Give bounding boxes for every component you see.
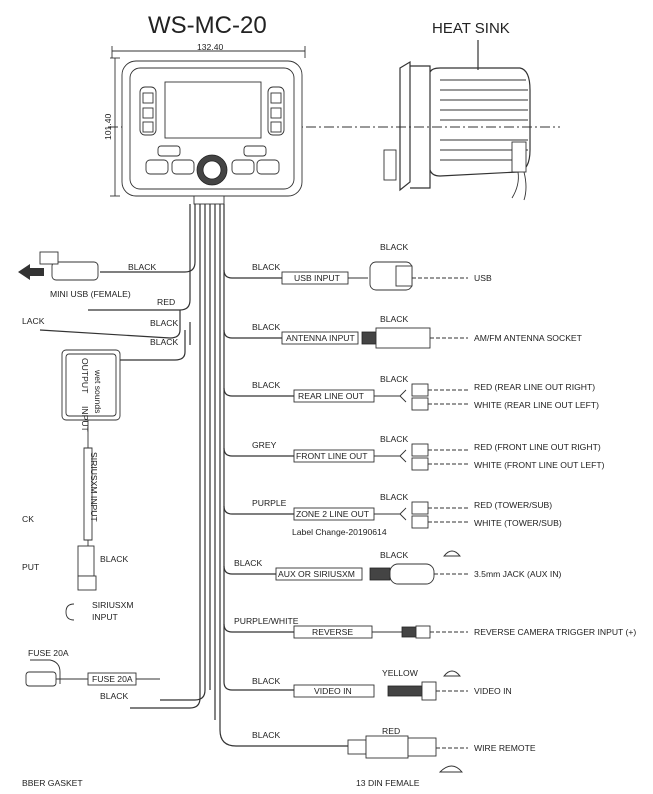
- svg-text:REVERSE: REVERSE: [312, 627, 353, 637]
- svg-text:BLACK: BLACK: [234, 558, 262, 568]
- svg-text:YELLOW: YELLOW: [382, 668, 419, 678]
- svg-text:BLACK: BLACK: [380, 374, 408, 384]
- svg-text:WHITE (REAR LINE OUT LEFT): WHITE (REAR LINE OUT LEFT): [474, 400, 599, 410]
- heat-sink-label: HEAT SINK: [432, 20, 510, 37]
- video-connector: [421, 681, 437, 701]
- svg-text:BLACK: BLACK: [100, 691, 128, 701]
- svg-text:BLACK: BLACK: [380, 492, 408, 502]
- svg-text:REAR LINE OUT: REAR LINE OUT: [298, 391, 365, 401]
- svg-text:BLACK: BLACK: [150, 318, 178, 328]
- row-antenna: BLACK ANTENNA INPUT BLACK AM/FM ANTENNA …: [252, 314, 583, 349]
- svg-text:WHITE (FRONT LINE OUT LEFT): WHITE (FRONT LINE OUT LEFT): [474, 460, 605, 470]
- svg-text:BLACK: BLACK: [380, 242, 408, 252]
- svg-text:wet sounds: wet sounds: [93, 369, 103, 413]
- svg-text:FRONT LINE OUT: FRONT LINE OUT: [296, 451, 368, 461]
- left-section: BLACK MINI USB (FEMALE) RED LACK BLACK B…: [18, 251, 178, 788]
- svg-text:BLACK: BLACK: [252, 380, 280, 390]
- arrow-icon: [18, 264, 44, 280]
- svg-text:VIDEO IN: VIDEO IN: [314, 686, 352, 696]
- svg-text:FUSE 20A: FUSE 20A: [28, 648, 69, 658]
- svg-text:WIRE REMOTE: WIRE REMOTE: [474, 743, 536, 753]
- antenna-socket: [375, 327, 431, 349]
- svg-text:BLACK: BLACK: [380, 550, 408, 560]
- svg-text:PURPLE: PURPLE: [252, 498, 287, 508]
- svg-text:GREY: GREY: [252, 440, 277, 450]
- title: WS-MC-20: [148, 12, 267, 39]
- svg-text:RED: RED: [382, 726, 400, 736]
- svg-text:USB: USB: [474, 273, 492, 283]
- svg-text:ZONE 2 LINE OUT: ZONE 2 LINE OUT: [296, 509, 370, 519]
- svg-text:REVERSE CAMERA TRIGGER INPUT (: REVERSE CAMERA TRIGGER INPUT (+): [474, 627, 636, 637]
- svg-text:PUT: PUT: [22, 562, 40, 572]
- row-front-line-out: GREY FRONT LINE OUT BLACK RED (FRONT LIN…: [252, 434, 605, 471]
- row-usb: BLACK USB INPUT BLACK USB: [252, 242, 492, 291]
- row-video-in: BLACK VIDEO IN YELLOW VIDEO IN: [252, 668, 512, 701]
- svg-text:LACK: LACK: [22, 316, 45, 326]
- mini-usb-connector: [51, 261, 99, 281]
- head-unit: [121, 60, 303, 197]
- svg-text:BLACK: BLACK: [252, 262, 280, 272]
- svg-text:INPUT: INPUT: [92, 612, 119, 622]
- row-aux: BLACK AUX OR SIRIUSXM BLACK 3.5mm JACK (…: [234, 550, 562, 585]
- svg-text:AUX OR SIRIUSXM: AUX OR SIRIUSXM: [278, 569, 355, 579]
- svg-text:RED (REAR LINE OUT RIGHT): RED (REAR LINE OUT RIGHT): [474, 382, 595, 392]
- svg-text:PURPLE/WHITE: PURPLE/WHITE: [234, 616, 299, 626]
- svg-text:SIRIUSXM: SIRIUSXM: [92, 600, 134, 610]
- svg-text:BLACK: BLACK: [252, 322, 280, 332]
- svg-text:ANTENNA INPUT: ANTENNA INPUT: [286, 333, 356, 343]
- width-dimension: 132.40: [197, 42, 224, 52]
- svg-text:CK: CK: [22, 514, 34, 524]
- svg-text:BLACK: BLACK: [380, 434, 408, 444]
- row-reverse: PURPLE/WHITE REVERSE REVERSE CAMERA TRIG…: [234, 616, 636, 639]
- svg-text:RED (TOWER/SUB): RED (TOWER/SUB): [474, 500, 552, 510]
- row-rear-line-out: BLACK REAR LINE OUT BLACK RED (REAR LINE…: [252, 374, 599, 411]
- svg-text:13 DIN FEMALE: 13 DIN FEMALE: [356, 778, 420, 788]
- svg-text:MINI USB (FEMALE): MINI USB (FEMALE): [50, 289, 131, 299]
- svg-text:3.5mm JACK (AUX IN): 3.5mm JACK (AUX IN): [474, 569, 562, 579]
- svg-text:RED (FRONT LINE OUT RIGHT): RED (FRONT LINE OUT RIGHT): [474, 442, 601, 452]
- svg-text:SIRIUSXM INPUT: SIRIUSXM INPUT: [89, 452, 99, 522]
- svg-text:BBER GASKET: BBER GASKET: [22, 778, 83, 788]
- label-change: Label Change-20190614: [292, 527, 387, 537]
- svg-text:OUTPUT: OUTPUT: [80, 358, 90, 394]
- svg-text:RED: RED: [157, 297, 175, 307]
- svg-text:BLACK: BLACK: [380, 314, 408, 324]
- row-wire-remote: BLACK RED WIRE REMOTE 13 DIN FEMALE: [252, 726, 536, 788]
- din-connector: [365, 735, 409, 759]
- heat-sink-side-view: [383, 40, 531, 201]
- svg-text:BLACK: BLACK: [100, 554, 128, 564]
- svg-text:INPUT: INPUT: [80, 406, 90, 433]
- svg-text:USB INPUT: USB INPUT: [294, 273, 341, 283]
- svg-text:BLACK: BLACK: [252, 676, 280, 686]
- row-zone2-line-out: PURPLE ZONE 2 LINE OUT BLACK RED (TOWER/…: [252, 492, 562, 537]
- harness-bundle: [39, 195, 348, 747]
- svg-text:BLACK: BLACK: [150, 337, 178, 347]
- svg-text:BLACK: BLACK: [128, 262, 156, 272]
- svg-text:FUSE 20A: FUSE 20A: [92, 674, 133, 684]
- svg-text:WHITE (TOWER/SUB): WHITE (TOWER/SUB): [474, 518, 562, 528]
- aux-jack: [389, 563, 435, 585]
- svg-text:VIDEO IN: VIDEO IN: [474, 686, 512, 696]
- svg-text:AM/FM ANTENNA SOCKET: AM/FM ANTENNA SOCKET: [474, 333, 583, 343]
- svg-text:BLACK: BLACK: [252, 730, 280, 740]
